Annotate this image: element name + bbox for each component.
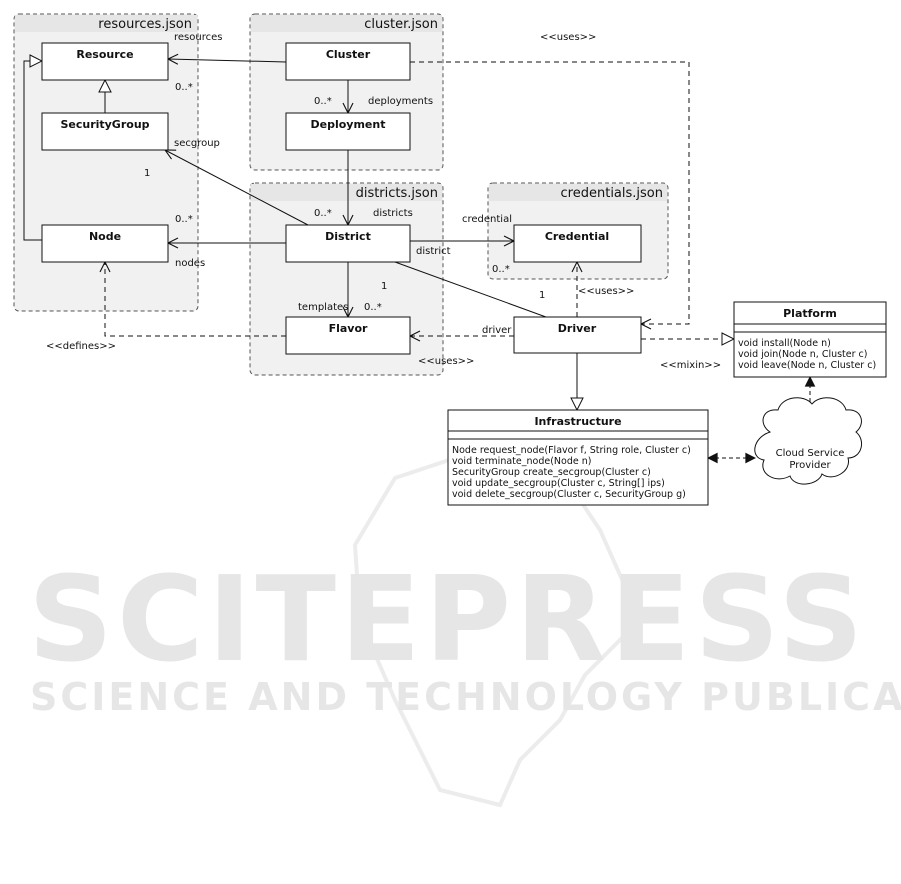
cloud-icon [754, 397, 863, 485]
edge-labels: resources 0..* 0..* deployments secgroup… [46, 32, 721, 371]
platform-method: void install(Node n) [738, 338, 831, 349]
edge-district-secgroup [165, 150, 309, 226]
label-credential-mult: 0..* [492, 264, 510, 275]
svg-text:Driver: Driver [558, 322, 597, 335]
edge-flavor-node-defines [105, 262, 286, 337]
edge-cluster-driver-uses [410, 61, 690, 324]
svg-text:Platform: Platform [783, 307, 837, 320]
label-uses-credential: <<uses>> [578, 286, 634, 297]
package-resources-title: resources.json [98, 17, 192, 32]
svg-text:District: District [325, 230, 371, 243]
svg-text:Cluster: Cluster [326, 48, 371, 61]
label-deployments-role: deployments [368, 96, 433, 107]
label-nodes-role: nodes [175, 258, 205, 269]
cloud-service-provider: Cloud Service Provider [754, 397, 863, 485]
watermark-title: SCITEPRESS [28, 550, 867, 688]
label-resources-mult: 0..* [175, 82, 193, 93]
class-securitygroup: SecurityGroup [41, 112, 169, 151]
class-flavor: Flavor [285, 316, 411, 355]
watermark-subtitle: SCIENCE AND TECHNOLOGY PUBLICATIONS [30, 675, 901, 719]
svg-text:Provider: Provider [789, 460, 831, 471]
class-node: Node [41, 224, 169, 263]
svg-text:SecurityGroup: SecurityGroup [60, 118, 149, 131]
label-mixin: <<mixin>> [660, 360, 721, 371]
class-resource: Resource [41, 42, 169, 81]
label-templates-role: templates [298, 302, 348, 313]
label-resources-role: resources [174, 32, 222, 43]
label-defines: <<defines>> [46, 341, 116, 352]
infrastructure-method: void delete_secgroup(Cluster c, Security… [452, 489, 686, 500]
infrastructure-method: Node request_node(Flavor f, String role,… [452, 445, 691, 456]
class-infrastructure: Infrastructure Node request_node(Flavor … [447, 409, 709, 506]
package-cluster-title: cluster.json [364, 17, 438, 32]
label-driver-district-mult-b: 1 [539, 290, 545, 301]
label-secgroup-role: secgroup [174, 138, 220, 149]
label-driver-role: driver [482, 325, 512, 336]
label-secgroup-mult: 1 [144, 168, 150, 179]
package-districts-title: districts.json [356, 186, 438, 201]
platform-method: void join(Node n, Cluster c) [738, 349, 867, 360]
svg-text:Resource: Resource [76, 48, 133, 61]
svg-text:Credential: Credential [545, 230, 609, 243]
package-credentials-title: credentials.json [561, 186, 663, 201]
edge-district-driver [394, 261, 547, 318]
class-credential: Credential [513, 224, 642, 263]
label-uses-top: <<uses>> [540, 32, 596, 43]
edge-cluster-resources [168, 59, 287, 62]
class-cluster: Cluster [285, 42, 411, 81]
class-platform: Platform void install(Node n) void join(… [733, 301, 887, 378]
label-nodes-mult: 0..* [175, 214, 193, 225]
svg-text:Cloud Service: Cloud Service [776, 448, 845, 459]
class-driver: Driver [513, 316, 642, 354]
label-templates-mult: 0..* [364, 302, 382, 313]
class-deployment: Deployment [285, 112, 411, 151]
svg-text:Flavor: Flavor [329, 322, 368, 335]
label-credential-role: credential [462, 214, 512, 225]
svg-text:Node: Node [89, 230, 121, 243]
svg-text:Infrastructure: Infrastructure [534, 415, 621, 428]
label-deployments-mult: 0..* [314, 96, 332, 107]
watermark: SCITEPRESS SCIENCE AND TECHNOLOGY PUBLIC… [28, 455, 901, 808]
infrastructure-method: SecurityGroup create_secgroup(Cluster c) [452, 467, 651, 478]
platform-method: void leave(Node n, Cluster c) [738, 360, 876, 371]
label-districts-role: districts [373, 208, 413, 219]
class-district: District [285, 224, 411, 263]
infrastructure-method: void update_secgroup(Cluster c, String[]… [452, 478, 665, 489]
label-driver-district-mult-a: 1 [381, 281, 387, 292]
label-district-role: district [416, 246, 451, 257]
connectors [23, 59, 810, 458]
label-districts-mult: 0..* [314, 208, 332, 219]
edge-node-generalization [23, 61, 42, 241]
label-uses-flavor: <<uses>> [418, 356, 474, 367]
svg-text:Deployment: Deployment [311, 118, 386, 131]
infrastructure-method: void terminate_node(Node n) [452, 456, 591, 467]
